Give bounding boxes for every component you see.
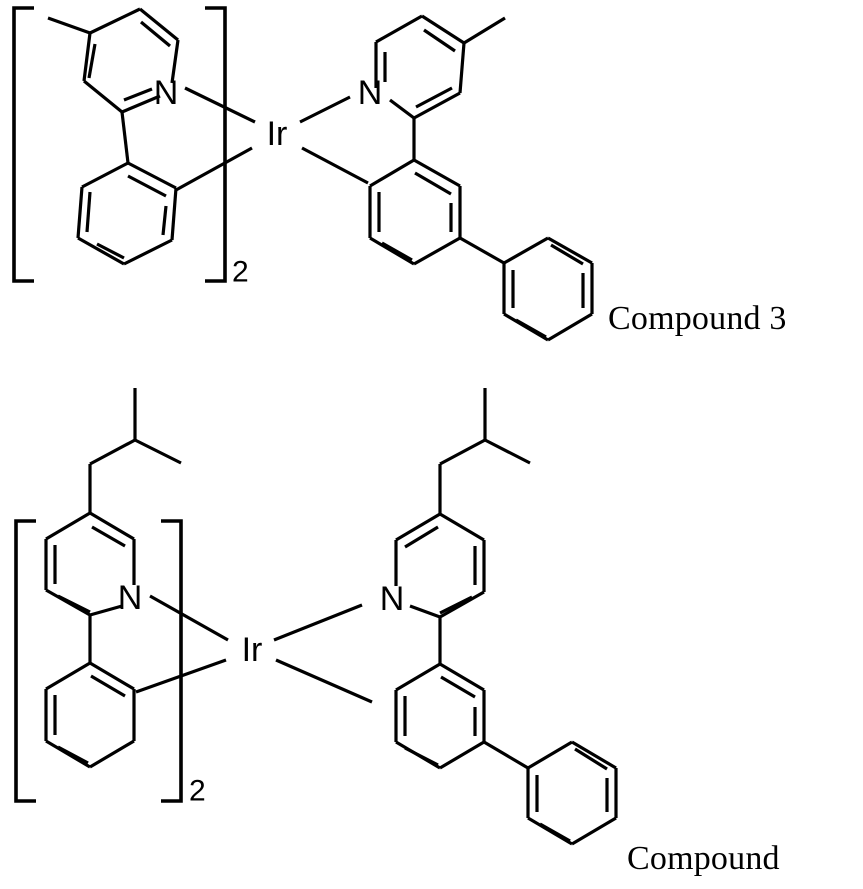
bracket-close-compound-1 [205, 6, 227, 283]
compound-2-structure: 2 [14, 388, 618, 846]
right-ligand-benzene-compound-2 [394, 617, 486, 770]
caption-compound-1: Compound 3 [608, 300, 787, 337]
left-ligand-isobutyl-compound-2 [88, 388, 182, 513]
bracket-open-compound-2 [14, 519, 36, 803]
bracket-subscript-compound-2: 2 [189, 775, 206, 808]
right-ligand-metal-bonds-compound-1 [299, 95, 369, 185]
nitrogen-label-left-compound-2: N [118, 579, 143, 617]
left-ligand-pyridine-compound-1: N [47, 7, 180, 114]
metal-center-compound-2: Ir [242, 631, 263, 669]
metal-center-compound-1: Ir [267, 115, 288, 153]
right-ligand-phenyl-compound-2 [483, 740, 618, 846]
bracket-close-compound-2 [161, 519, 183, 803]
right-ligand-benzene-compound-1 [368, 118, 462, 266]
nitrogen-label-right-compound-1: N [358, 74, 383, 112]
left-ligand-metal-bonds-compound-1 [175, 86, 256, 192]
right-ligand-pyridine-compound-2: N [380, 512, 486, 619]
left-ligand-benzene-compound-1 [76, 111, 178, 266]
left-ligand-pyridine-compound-2: N [44, 511, 143, 617]
caption-compound-2: Compound [627, 840, 780, 877]
left-ligand-metal-bonds-compound-2 [135, 594, 229, 694]
left-ligand-benzene-compound-2 [44, 615, 136, 769]
right-ligand-metal-bonds-compound-2 [273, 603, 373, 704]
right-ligand-phenyl-compound-1 [459, 236, 594, 342]
right-ligand-pyridine-compound-1: N [358, 14, 506, 120]
bracket-subscript-compound-1: 2 [232, 256, 249, 289]
nitrogen-label-left-compound-1: N [154, 74, 179, 112]
nitrogen-label-right-compound-2: N [380, 580, 405, 618]
right-ligand-isobutyl-compound-2 [438, 388, 531, 514]
bracket-open-compound-1 [12, 6, 34, 283]
compound-1-structure: 2 N [12, 6, 594, 342]
